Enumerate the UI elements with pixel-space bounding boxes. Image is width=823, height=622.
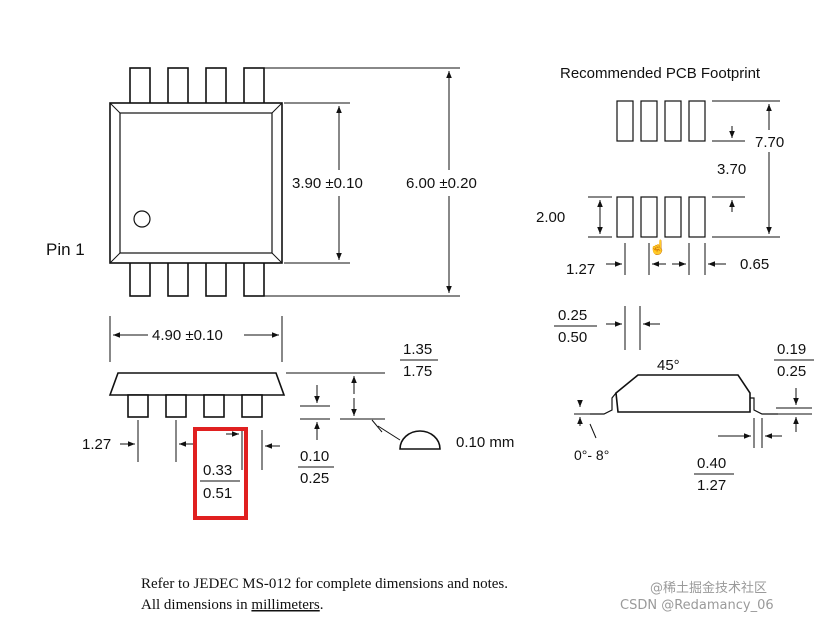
pin1-label: Pin 1 (46, 240, 85, 259)
lead-width-min: 0.33 (203, 462, 232, 479)
foot-length-max: 1.27 (697, 477, 726, 494)
coplanarity-symbol (399, 430, 441, 450)
chamfer-min: 0.25 (558, 307, 587, 324)
pcb-footprint: Recommended PCB Footprint 7.70 3.70 2.00 (536, 65, 784, 278)
end-view-body (615, 374, 751, 413)
footprint-title: Recommended PCB Footprint (560, 65, 761, 82)
standoff-max: 0.25 (300, 470, 329, 487)
hand-cursor-icon: ☝ (649, 238, 666, 256)
note-line-1: Refer to JEDEC MS-012 for complete dimen… (141, 576, 508, 592)
note-line-2: All dimensions in millimeters. (141, 597, 324, 613)
overall-width-dim: 6.00 ±0.20 (406, 175, 477, 192)
foot-length-min: 0.40 (697, 455, 726, 472)
chamfer-max: 0.50 (558, 329, 587, 346)
footprint-padwidth-dim: 0.65 (740, 256, 769, 273)
footprint-padlen-dim: 2.00 (536, 209, 565, 226)
lead-thickness-max: 0.25 (777, 363, 806, 380)
top-pins (129, 67, 265, 297)
highlight-box (193, 427, 248, 520)
footprint-span-dim: 7.70 (755, 134, 784, 151)
watermark: CSDN @Redamancy_06 (620, 598, 774, 613)
package-body (109, 102, 283, 264)
footprint-pitch-dim: 1.27 (566, 261, 595, 278)
side-pitch-dim: 1.27 (82, 436, 111, 453)
lead-width-max: 0.51 (203, 485, 232, 502)
lead-thickness-min: 0.19 (777, 341, 806, 358)
angle-label: 45° (657, 357, 680, 374)
foot-angle-label: 0°- 8° (574, 447, 609, 463)
top-view: Pin 1 3.90 ±0.10 6.00 ±0.20 4.90 ±0.10 (46, 67, 477, 362)
pin1-marker (133, 210, 151, 228)
watermark-cn: @稀土掘金技术社区 (650, 580, 767, 596)
notes: Refer to JEDEC MS-012 for complete dimen… (141, 576, 508, 613)
footprint-gap-dim: 3.70 (717, 161, 746, 178)
body-length-dim: 4.90 ±0.10 (152, 327, 223, 344)
body-width-dim: 3.90 ±0.10 (292, 175, 363, 192)
height-min: 1.35 (403, 341, 432, 358)
side-body (108, 372, 286, 396)
coplanarity-dim: 0.10 mm (456, 434, 514, 451)
height-max: 1.75 (403, 363, 432, 380)
side-view: 1.27 0.33 0.51 0.10 0.25 1.35 1.75 0.10 … (82, 341, 514, 520)
end-view: 0.25 0.50 45° 0°- 8° 0.19 0.25 0.40 1 (554, 306, 814, 494)
standoff-min: 0.10 (300, 448, 329, 465)
